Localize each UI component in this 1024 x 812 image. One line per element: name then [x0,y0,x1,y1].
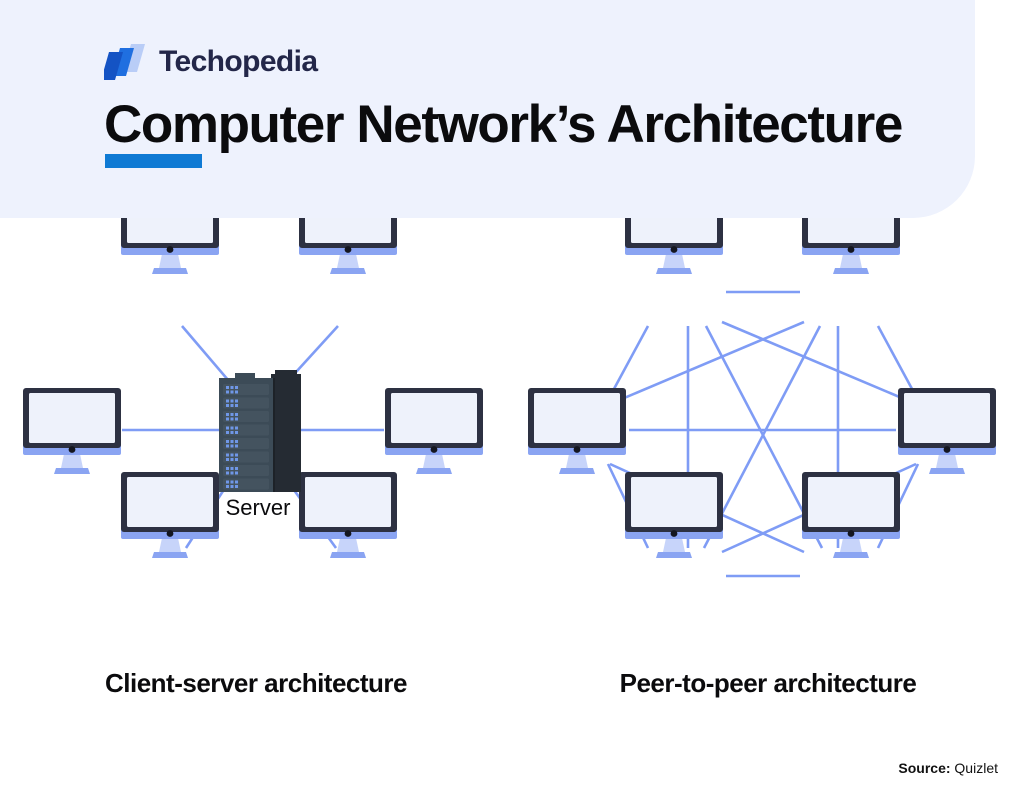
client-bottom-left[interactable] [121,472,219,558]
link-tr-ml [609,320,805,406]
peer-mid-right[interactable] [898,388,996,474]
peer-top-right[interactable] [802,218,900,274]
header-band [0,0,975,218]
client-top-left[interactable] [121,218,219,274]
client-bottom-right[interactable] [299,472,397,558]
source-value: Quizlet [954,760,998,776]
client-top-right[interactable] [299,218,397,274]
server-rack-icon[interactable] [219,370,301,492]
brand-logo[interactable]: Techopedia [104,42,318,82]
network-diagram-svg: Server [23,218,996,578]
title-underline-rule [105,154,202,168]
caption-peer-to-peer: Peer-to-peer architecture [619,668,917,698]
client-server-diagram: Server [23,218,483,558]
peer-to-peer-diagram [528,218,996,578]
page-title: Computer Network’s Architecture [104,95,903,154]
link-tr-bl [702,325,822,549]
caption-client-server: Client-server architecture [104,668,408,698]
logo-wordmark: Techopedia [159,45,318,78]
diagrams-canvas: Server [0,218,1024,698]
peer-bottom-left[interactable] [625,472,723,558]
client-mid-right[interactable] [385,388,483,474]
source-attribution: Source: Quizlet [898,760,998,776]
server-label: Server [226,495,291,520]
client-mid-left[interactable] [23,388,121,474]
link-tr-mr [876,325,920,401]
link-tl-ml [606,325,650,401]
peer-bottom-right[interactable] [802,472,900,558]
peer-mid-left[interactable] [528,388,626,474]
source-label: Source: [898,760,951,776]
techopedia-logo-icon [104,44,145,80]
link-tl-mr [721,320,917,406]
peer-top-left[interactable] [625,218,723,274]
